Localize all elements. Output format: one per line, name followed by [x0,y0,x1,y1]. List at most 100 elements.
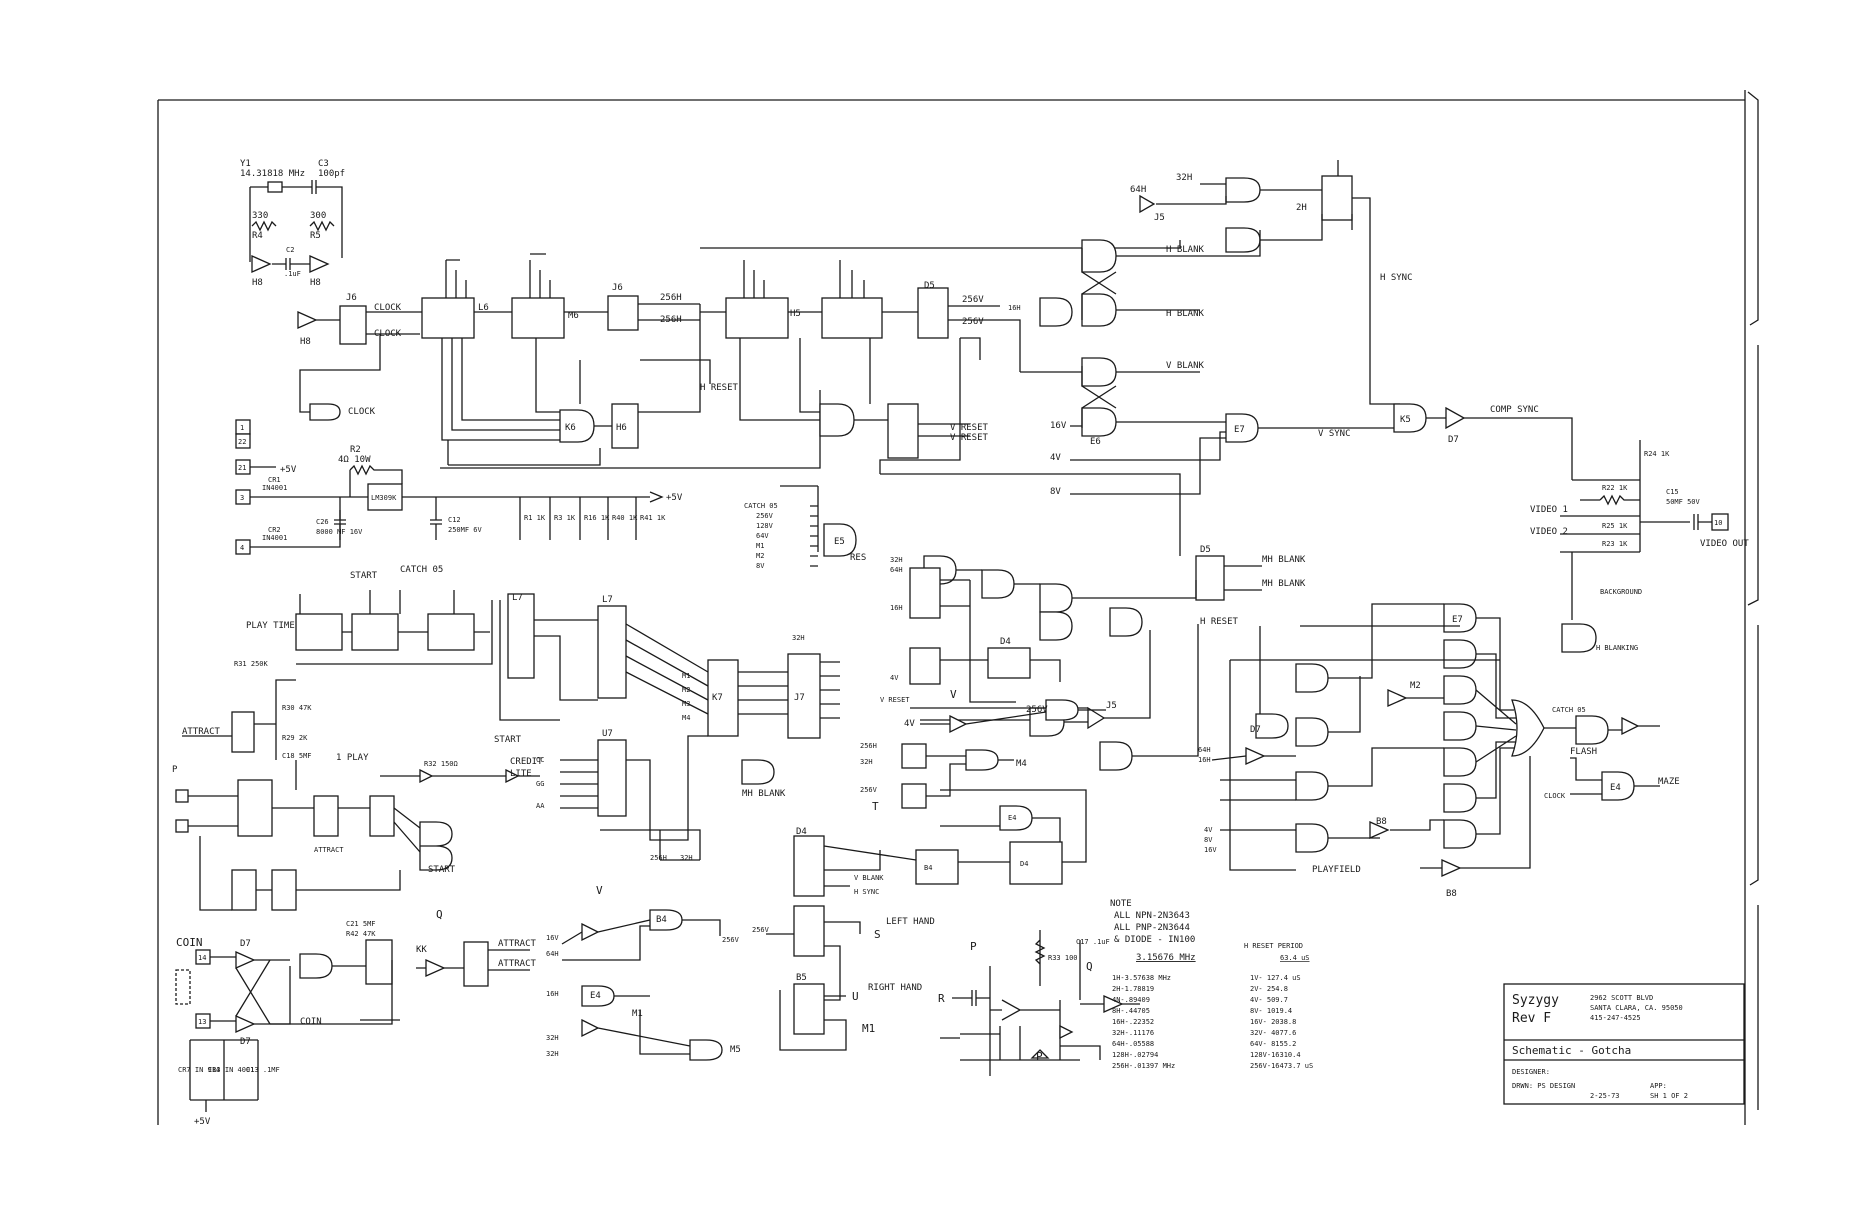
video-mixer: R24 1K R22 1K R25 1K R23 1K VIDEO 1 VIDE… [1530,440,1749,653]
pullup-r16: R16 1K [584,514,610,522]
cap-c3-val: 100pf [318,169,345,179]
catch-gate [1575,715,1609,745]
maze-wires [1570,785,1660,795]
crystal-symbol [267,181,283,193]
attract3-signal: ATTRACT [498,939,537,949]
clock-maze-signal: CLOCK [1544,792,1566,800]
period-row-4: 16V- 2038.8 [1250,1018,1296,1026]
freq-row-3: 8H-.44705 [1112,1007,1150,1015]
period-row-0: 1V- 127.4 uS [1250,974,1301,982]
j5b-label: J5 [1106,701,1117,711]
v256b-signal: 256V [722,936,740,944]
c15-value: 50MF 50V [1666,498,1701,506]
d7e-inverter [425,958,446,978]
r25-label: R25 1K [1602,522,1628,530]
c13-label: C13 .1MF [246,1066,280,1074]
notes-line-0: ALL NPN-2N3643 [1114,911,1190,921]
start3-signal: START [428,865,456,875]
b8-gate [1561,623,1597,653]
pullups: R1 1K R3 1K R16 1K R40 1K R41 1K CATCH 0… [400,497,666,575]
catch-bus: CATCH 05 256V 128V 64V M1 M2 8V E5 RES [744,485,866,570]
hblank-latch-wires [1081,230,1261,320]
address-line-2: SANTA CLARA, CA. 95050 [1590,1004,1683,1012]
c6-flipflop [313,795,339,837]
q-label: Q [436,908,443,921]
j5c-inverter [949,714,968,734]
aa-signal: AA [536,802,545,810]
hblanking-signal: H BLANKING [1596,644,1638,652]
period-row-5: 32V- 4077.6 [1250,1029,1296,1037]
r33-label: R33 100 [1048,954,1078,962]
v256n-signal: 256V [962,317,984,327]
e5b-chip [901,743,927,769]
c2-val: .1uF [284,270,301,278]
b8-buffer [1441,858,1462,878]
v-reset-flipflop [887,403,919,459]
cr1-label: CR1 [268,476,281,484]
h-counter-preset [445,253,551,298]
notes-heading: NOTE [1110,899,1132,909]
mhblank2-signal: MH BLANK [1262,579,1306,589]
one-play-signal: 1 PLAY [336,753,369,763]
d8-chip [231,711,255,753]
k6b-counter [821,297,883,339]
power-wires [250,464,664,548]
period-heading: H RESET PERIOD [1244,942,1303,950]
d7b-label: D7 [1250,725,1261,735]
h8c-label: H8 [300,337,311,347]
e4c-flipflop [909,647,941,685]
freq-row-4: 16H-.22352 [1112,1018,1154,1026]
k7-mux [707,659,739,737]
h-reset-logic [441,304,701,466]
m4b-signal: M4 [1016,759,1027,769]
e7b-label: E7 [1452,615,1463,625]
vsync-signal: V SYNC [1318,429,1351,439]
d4-wires [940,579,1061,703]
res-signal: RES [850,553,866,563]
video2-signal: VIDEO 2 [1530,527,1568,537]
phone: 415-247-4525 [1590,1014,1641,1022]
h64b-signal: 64H [1198,746,1211,754]
freq-row-0: 1H-3.57638 MHz [1112,974,1171,982]
u7-label: U7 [602,729,613,739]
m6-counter [511,297,565,339]
v256d-signal: 256V [860,786,878,794]
b8b-label: B8 [1376,817,1387,827]
coin-label: COIN [176,936,203,949]
border-brackets [1747,91,1759,1110]
u7-mux [597,739,627,817]
attract-signal: ATTRACT [182,727,221,737]
timer-wires [940,930,1101,1076]
b8c-label: B8 [1446,889,1457,899]
joystick-logic: Q KK ATTRACT ATTRACT V 16V 64H 16H 32H 3… [416,884,741,1061]
cr7-label: CR7 IN 914 [178,1066,220,1074]
power-supply: 1 22 21 +5V 3 4 R2 4Ω 10W CR1 IN4001 CR2… [235,419,683,555]
h256c-signal: 256H [860,742,877,750]
h8b-label: H8 [310,278,321,288]
compsync-signal: COMP SYNC [1490,405,1539,415]
h256b-signal: 256H [650,854,667,862]
v-counter-wires [700,240,1181,321]
r5-val: 300 [310,211,326,221]
h64-signal: 64H [1130,185,1146,195]
d4-flipflop [987,647,1031,679]
k5-label: K5 [1400,415,1411,425]
b4b-label: B4 [656,915,667,925]
r2-label: R2 [350,445,361,455]
vblank-signal: V BLANK [1166,361,1205,371]
catch-bus-4: M1 [756,542,764,550]
playfield-wires [1211,603,1500,871]
h8c-inverter [297,310,318,330]
attract2-signal: ATTRACT [314,846,344,854]
k7-label: K7 [712,693,723,703]
e5-gate [823,523,857,557]
c4-flipflop [915,849,959,885]
attract-wires [182,679,296,760]
v4-signal: 4V [1050,453,1061,463]
mh-lower-gates [1029,706,1133,771]
cap-c3: C3 [318,159,329,169]
osc-wires [249,180,343,262]
h64d-signal: 64H [890,566,903,574]
u-label: U [852,990,859,1003]
